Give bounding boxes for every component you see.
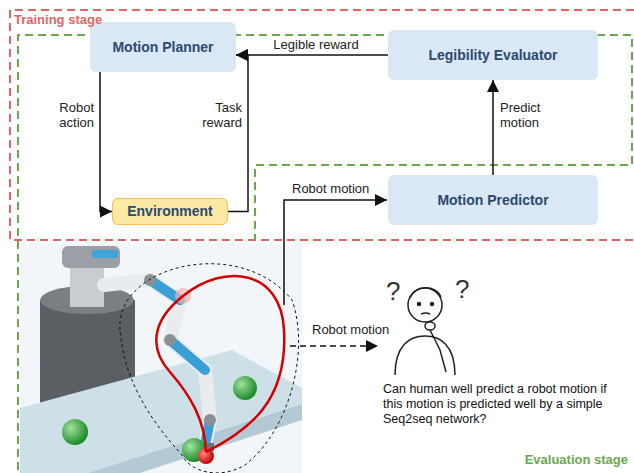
connector <box>100 72 112 212</box>
connector <box>228 55 248 212</box>
flow-label: Robot motion <box>312 322 389 338</box>
question-mark: ? <box>455 274 469 305</box>
stage-title: Evaluation stage <box>500 452 628 468</box>
edge-label: Robot action <box>38 100 94 130</box>
process-box: Motion Predictor <box>388 175 598 225</box>
flow-label: Robot motion <box>292 181 369 197</box>
box-label: Environment <box>127 203 213 220</box>
connector <box>236 54 388 56</box>
training-region <box>10 10 634 240</box>
robot-scene <box>20 244 302 473</box>
box-label: Legibility Evaluator <box>428 47 557 64</box>
stage-title: Training stage <box>14 12 102 28</box>
process-box: Legibility Evaluator <box>388 30 598 80</box>
box-label: Motion Predictor <box>437 192 548 209</box>
box-label: Motion Planner <box>112 39 213 56</box>
edge-label: Predict motion <box>500 100 562 130</box>
connector <box>492 80 494 175</box>
motion-leader <box>284 200 387 305</box>
caption-note: Can human well predict a robot motion if… <box>383 382 628 427</box>
edge-label: Task reward <box>186 100 242 130</box>
motion-leader <box>290 345 378 347</box>
process-box: Motion Planner <box>90 22 236 72</box>
process-box: Environment <box>112 198 228 225</box>
thinking-person <box>395 288 455 375</box>
question-mark: ? <box>386 276 400 307</box>
edge-label: Legible reward <box>250 37 382 52</box>
